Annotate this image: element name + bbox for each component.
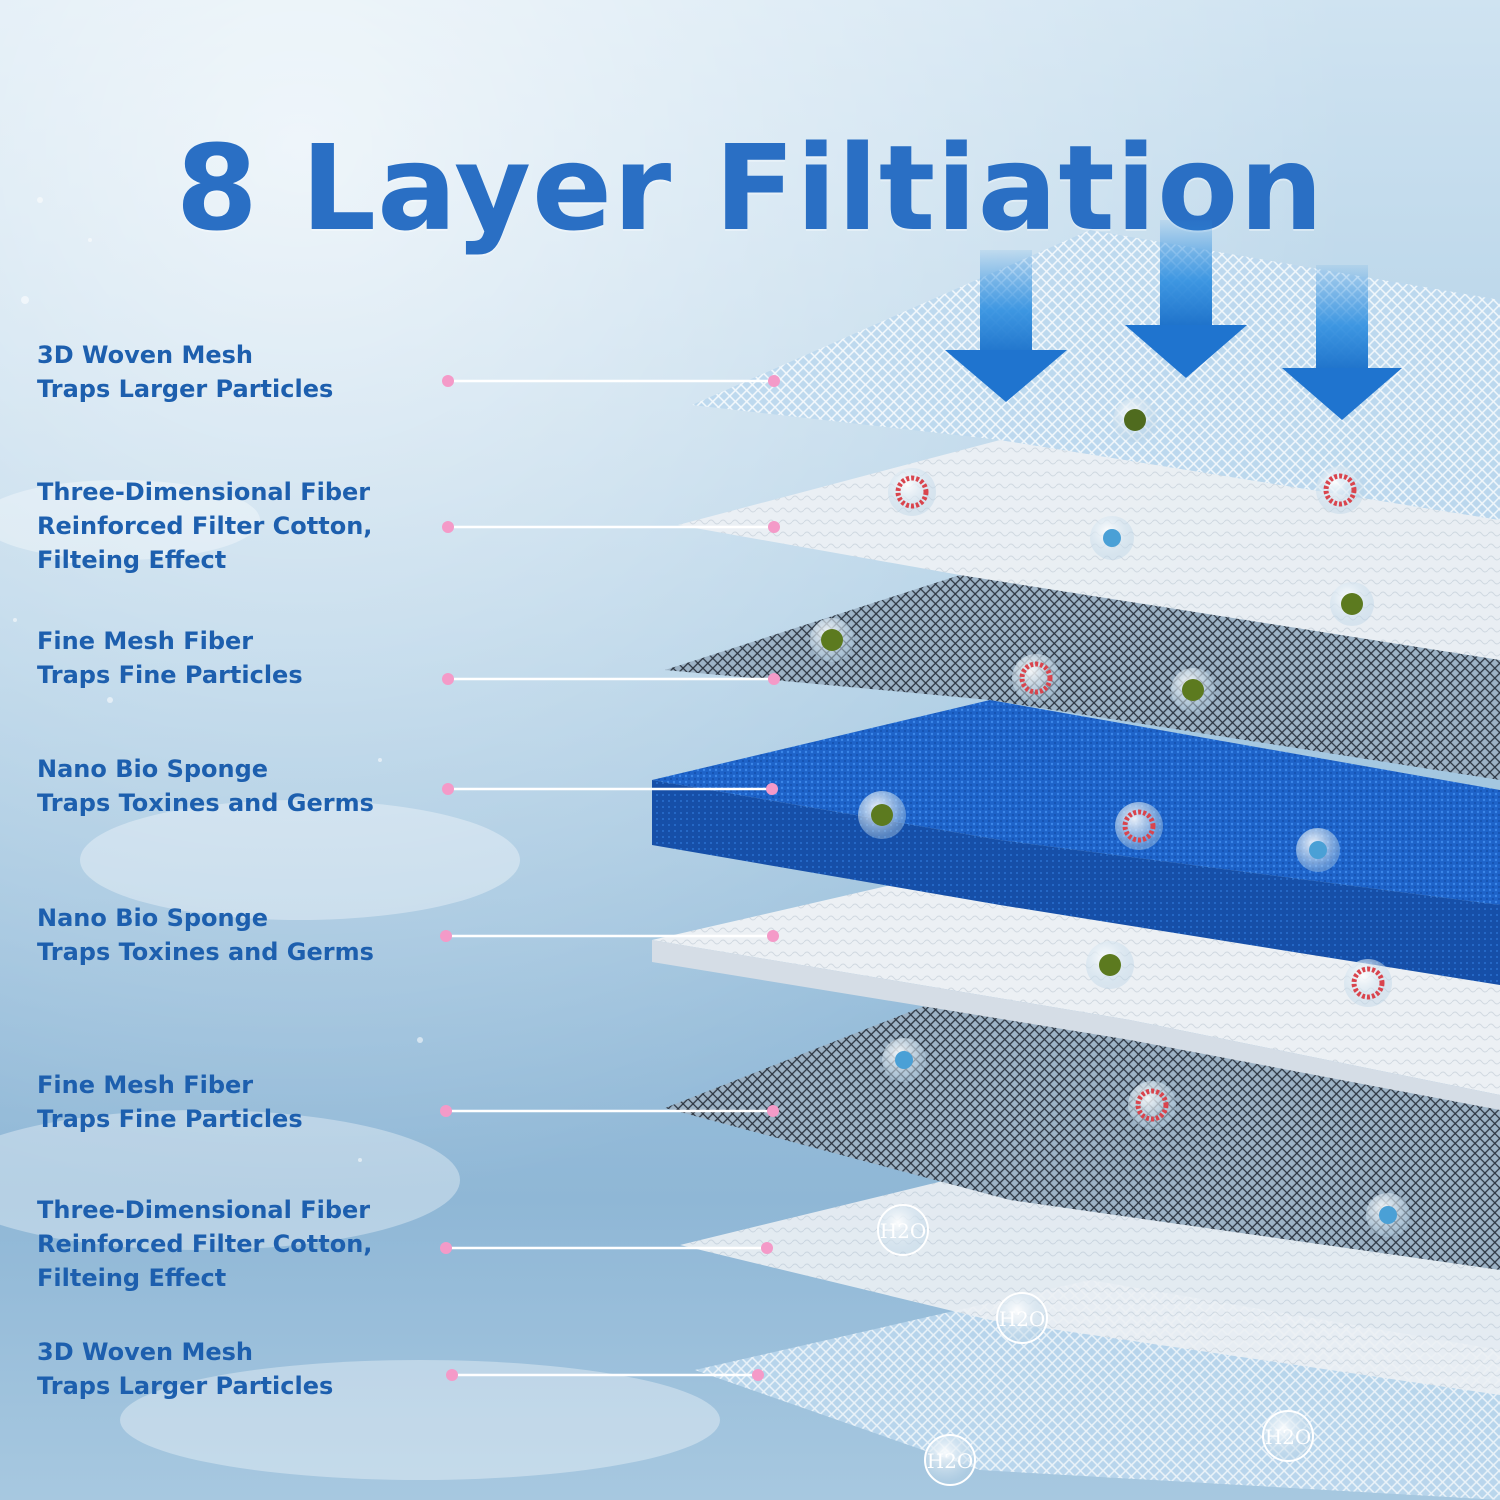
layer-label-3-line-2: Traps Fine Particles xyxy=(37,661,303,689)
layer-label-7-line-1: Three-Dimensional Fiber xyxy=(37,1196,371,1224)
layer-label-8: 3D Woven Mesh Traps Larger Particles xyxy=(37,1335,333,1403)
layer-label-1-line-1: 3D Woven Mesh xyxy=(37,341,253,369)
layer-label-2: Three-Dimensional Fiber Reinforced Filte… xyxy=(37,475,372,577)
layer-label-8-line-1: 3D Woven Mesh xyxy=(37,1338,253,1366)
layer-label-6-line-2: Traps Fine Particles xyxy=(37,1105,303,1133)
layer-label-5-line-2: Traps Toxines and Germs xyxy=(37,938,374,966)
layer-label-8-line-2: Traps Larger Particles xyxy=(37,1372,334,1400)
layer-label-1-line-2: Traps Larger Particles xyxy=(37,375,334,403)
layer-label-1: 3D Woven Mesh Traps Larger Particles xyxy=(37,338,333,406)
layer-label-4-line-1: Nano Bio Sponge xyxy=(37,755,269,783)
layer-label-2-line-3: Filteing Effect xyxy=(37,546,227,574)
layer-label-6-line-1: Fine Mesh Fiber xyxy=(37,1071,254,1099)
layer-label-5: Nano Bio Sponge Traps Toxines and Germs xyxy=(37,901,374,969)
layer-label-3: Fine Mesh Fiber Traps Fine Particles xyxy=(37,624,303,692)
layer-label-7-line-2: Reinforced Filter Cotton, xyxy=(37,1230,373,1258)
layer-label-6: Fine Mesh Fiber Traps Fine Particles xyxy=(37,1068,303,1136)
layer-label-7-line-3: Filteing Effect xyxy=(37,1264,227,1292)
layer-label-2-line-2: Reinforced Filter Cotton, xyxy=(37,512,373,540)
layer-label-5-line-1: Nano Bio Sponge xyxy=(37,904,269,932)
layer-label-4: Nano Bio Sponge Traps Toxines and Germs xyxy=(37,752,374,820)
layer-label-2-line-1: Three-Dimensional Fiber xyxy=(37,478,371,506)
layer-label-4-line-2: Traps Toxines and Germs xyxy=(37,789,374,817)
layer-label-3-line-1: Fine Mesh Fiber xyxy=(37,627,254,655)
layer-label-7: Three-Dimensional Fiber Reinforced Filte… xyxy=(37,1193,372,1295)
page-title: 8 Layer Filtiation xyxy=(175,119,1325,258)
